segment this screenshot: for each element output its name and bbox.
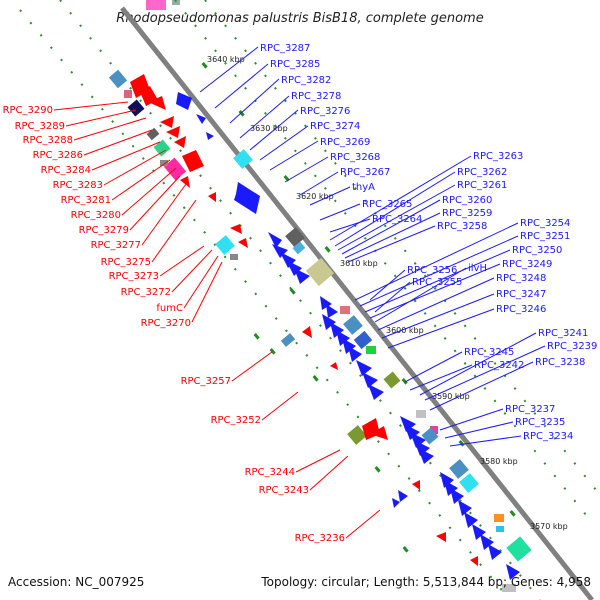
label-RPC_3256: RPC_3256 bbox=[407, 265, 457, 276]
genome-title: Rhodopseudomonas palustris BisB18, compl… bbox=[116, 11, 483, 26]
label-RPC_3257: RPC_3257 bbox=[181, 376, 231, 387]
label-RPC_3246: RPC_3246 bbox=[496, 304, 546, 315]
label-RPC_3248: RPC_3248 bbox=[496, 273, 546, 284]
label-RPC_3275: RPC_3275 bbox=[101, 257, 151, 268]
label-RPC_3251: RPC_3251 bbox=[520, 231, 570, 242]
label-RPC_3270: RPC_3270 bbox=[141, 318, 191, 329]
label-RPC_3273: RPC_3273 bbox=[109, 271, 159, 282]
label-RPC_3243: RPC_3243 bbox=[259, 485, 309, 496]
label-RPC_3281: RPC_3281 bbox=[61, 195, 111, 206]
tick-3580: 3580 kbp bbox=[480, 457, 518, 466]
label-RPC_3250: RPC_3250 bbox=[512, 245, 562, 256]
label-RPC_3278: RPC_3278 bbox=[291, 91, 341, 102]
label-RPC_3284: RPC_3284 bbox=[41, 165, 91, 176]
reverse-genes bbox=[130, 74, 478, 566]
tick-3630: 3630 kbp bbox=[250, 124, 288, 133]
label-RPC_3286: RPC_3286 bbox=[33, 150, 83, 161]
label-RPC_3234: RPC_3234 bbox=[523, 431, 573, 442]
genome-summary-text: Topology: circular; Length: 5,513,844 bp… bbox=[260, 575, 591, 589]
label-RPC_3259: RPC_3259 bbox=[442, 208, 492, 219]
scale-labels: 3640 kbp 3630 kbp 3620 kbp 3610 kbp 3600… bbox=[207, 55, 568, 531]
top-grey-feature bbox=[172, 0, 180, 5]
label-RPC_3238: RPC_3238 bbox=[535, 357, 585, 368]
label-RPC_3289: RPC_3289 bbox=[15, 121, 65, 132]
label-RPC_3279: RPC_3279 bbox=[79, 225, 129, 236]
label-RPC_3288: RPC_3288 bbox=[23, 135, 73, 146]
tick-3570: 3570 kbp bbox=[530, 522, 568, 531]
label-fumC: fumC bbox=[156, 303, 183, 314]
forward-callouts bbox=[199, 46, 546, 447]
label-RPC_3265: RPC_3265 bbox=[362, 199, 412, 210]
label-RPC_3290: RPC_3290 bbox=[3, 105, 53, 116]
label-ilvH: ilvH bbox=[468, 263, 487, 274]
label-RPC_3254: RPC_3254 bbox=[520, 218, 570, 229]
label-RPC_3241: RPC_3241 bbox=[538, 328, 588, 339]
label-RPC_3287: RPC_3287 bbox=[260, 43, 310, 54]
reverse-labels: RPC_3290 RPC_3289 RPC_3288 RPC_3286 RPC_… bbox=[3, 105, 345, 544]
forward-genes bbox=[176, 92, 520, 580]
label-RPC_3276: RPC_3276 bbox=[300, 106, 350, 117]
label-RPC_3269: RPC_3269 bbox=[320, 137, 370, 148]
label-thyA: thyA bbox=[352, 182, 375, 193]
feature-boxes bbox=[108, 69, 532, 592]
label-RPC_3260: RPC_3260 bbox=[442, 195, 492, 206]
label-RPC_3237: RPC_3237 bbox=[505, 404, 555, 415]
label-RPC_3268: RPC_3268 bbox=[330, 152, 380, 163]
label-RPC_3285: RPC_3285 bbox=[270, 59, 320, 70]
tick-3600: 3600 kbp bbox=[386, 326, 424, 335]
label-RPC_3267: RPC_3267 bbox=[340, 167, 390, 178]
forward-labels: RPC_3287 RPC_3285 RPC_3282 RPC_3278 RPC_… bbox=[260, 43, 597, 442]
reverse-callouts bbox=[53, 101, 381, 539]
top-pink-feature bbox=[146, 0, 166, 10]
label-RPC_3280: RPC_3280 bbox=[71, 210, 121, 221]
genome-backbone bbox=[120, 6, 594, 600]
label-RPC_3239: RPC_3239 bbox=[547, 341, 597, 352]
tick-3640: 3640 kbp bbox=[207, 55, 245, 64]
label-RPC_3272: RPC_3272 bbox=[121, 287, 171, 298]
label-RPC_3283: RPC_3283 bbox=[53, 180, 103, 191]
label-RPC_3263: RPC_3263 bbox=[473, 151, 523, 162]
label-RPC_3242: RPC_3242 bbox=[474, 360, 524, 371]
label-RPC_3249: RPC_3249 bbox=[502, 259, 552, 270]
label-RPC_3274: RPC_3274 bbox=[310, 121, 360, 132]
label-RPC_3255: RPC_3255 bbox=[412, 277, 462, 288]
label-RPC_3264: RPC_3264 bbox=[372, 214, 422, 225]
label-RPC_3245: RPC_3245 bbox=[464, 347, 514, 358]
label-RPC_3258: RPC_3258 bbox=[437, 221, 487, 232]
label-RPC_3252: RPC_3252 bbox=[211, 415, 261, 426]
tick-3620: 3620 kbp bbox=[296, 192, 334, 201]
label-RPC_3236: RPC_3236 bbox=[295, 533, 345, 544]
label-RPC_3244: RPC_3244 bbox=[245, 467, 295, 478]
label-RPC_3235: RPC_3235 bbox=[515, 417, 565, 428]
tick-3590: 3590 kbp bbox=[432, 392, 470, 401]
label-RPC_3262: RPC_3262 bbox=[457, 167, 507, 178]
label-RPC_3247: RPC_3247 bbox=[496, 289, 546, 300]
tick-3610: 3610 kbp bbox=[340, 259, 378, 268]
dotted-guide-lines bbox=[19, 0, 600, 600]
accession-text: Accession: NC_007925 bbox=[8, 575, 144, 589]
label-RPC_3261: RPC_3261 bbox=[457, 180, 507, 191]
label-RPC_3277: RPC_3277 bbox=[91, 240, 141, 251]
label-RPC_3282: RPC_3282 bbox=[281, 75, 331, 86]
